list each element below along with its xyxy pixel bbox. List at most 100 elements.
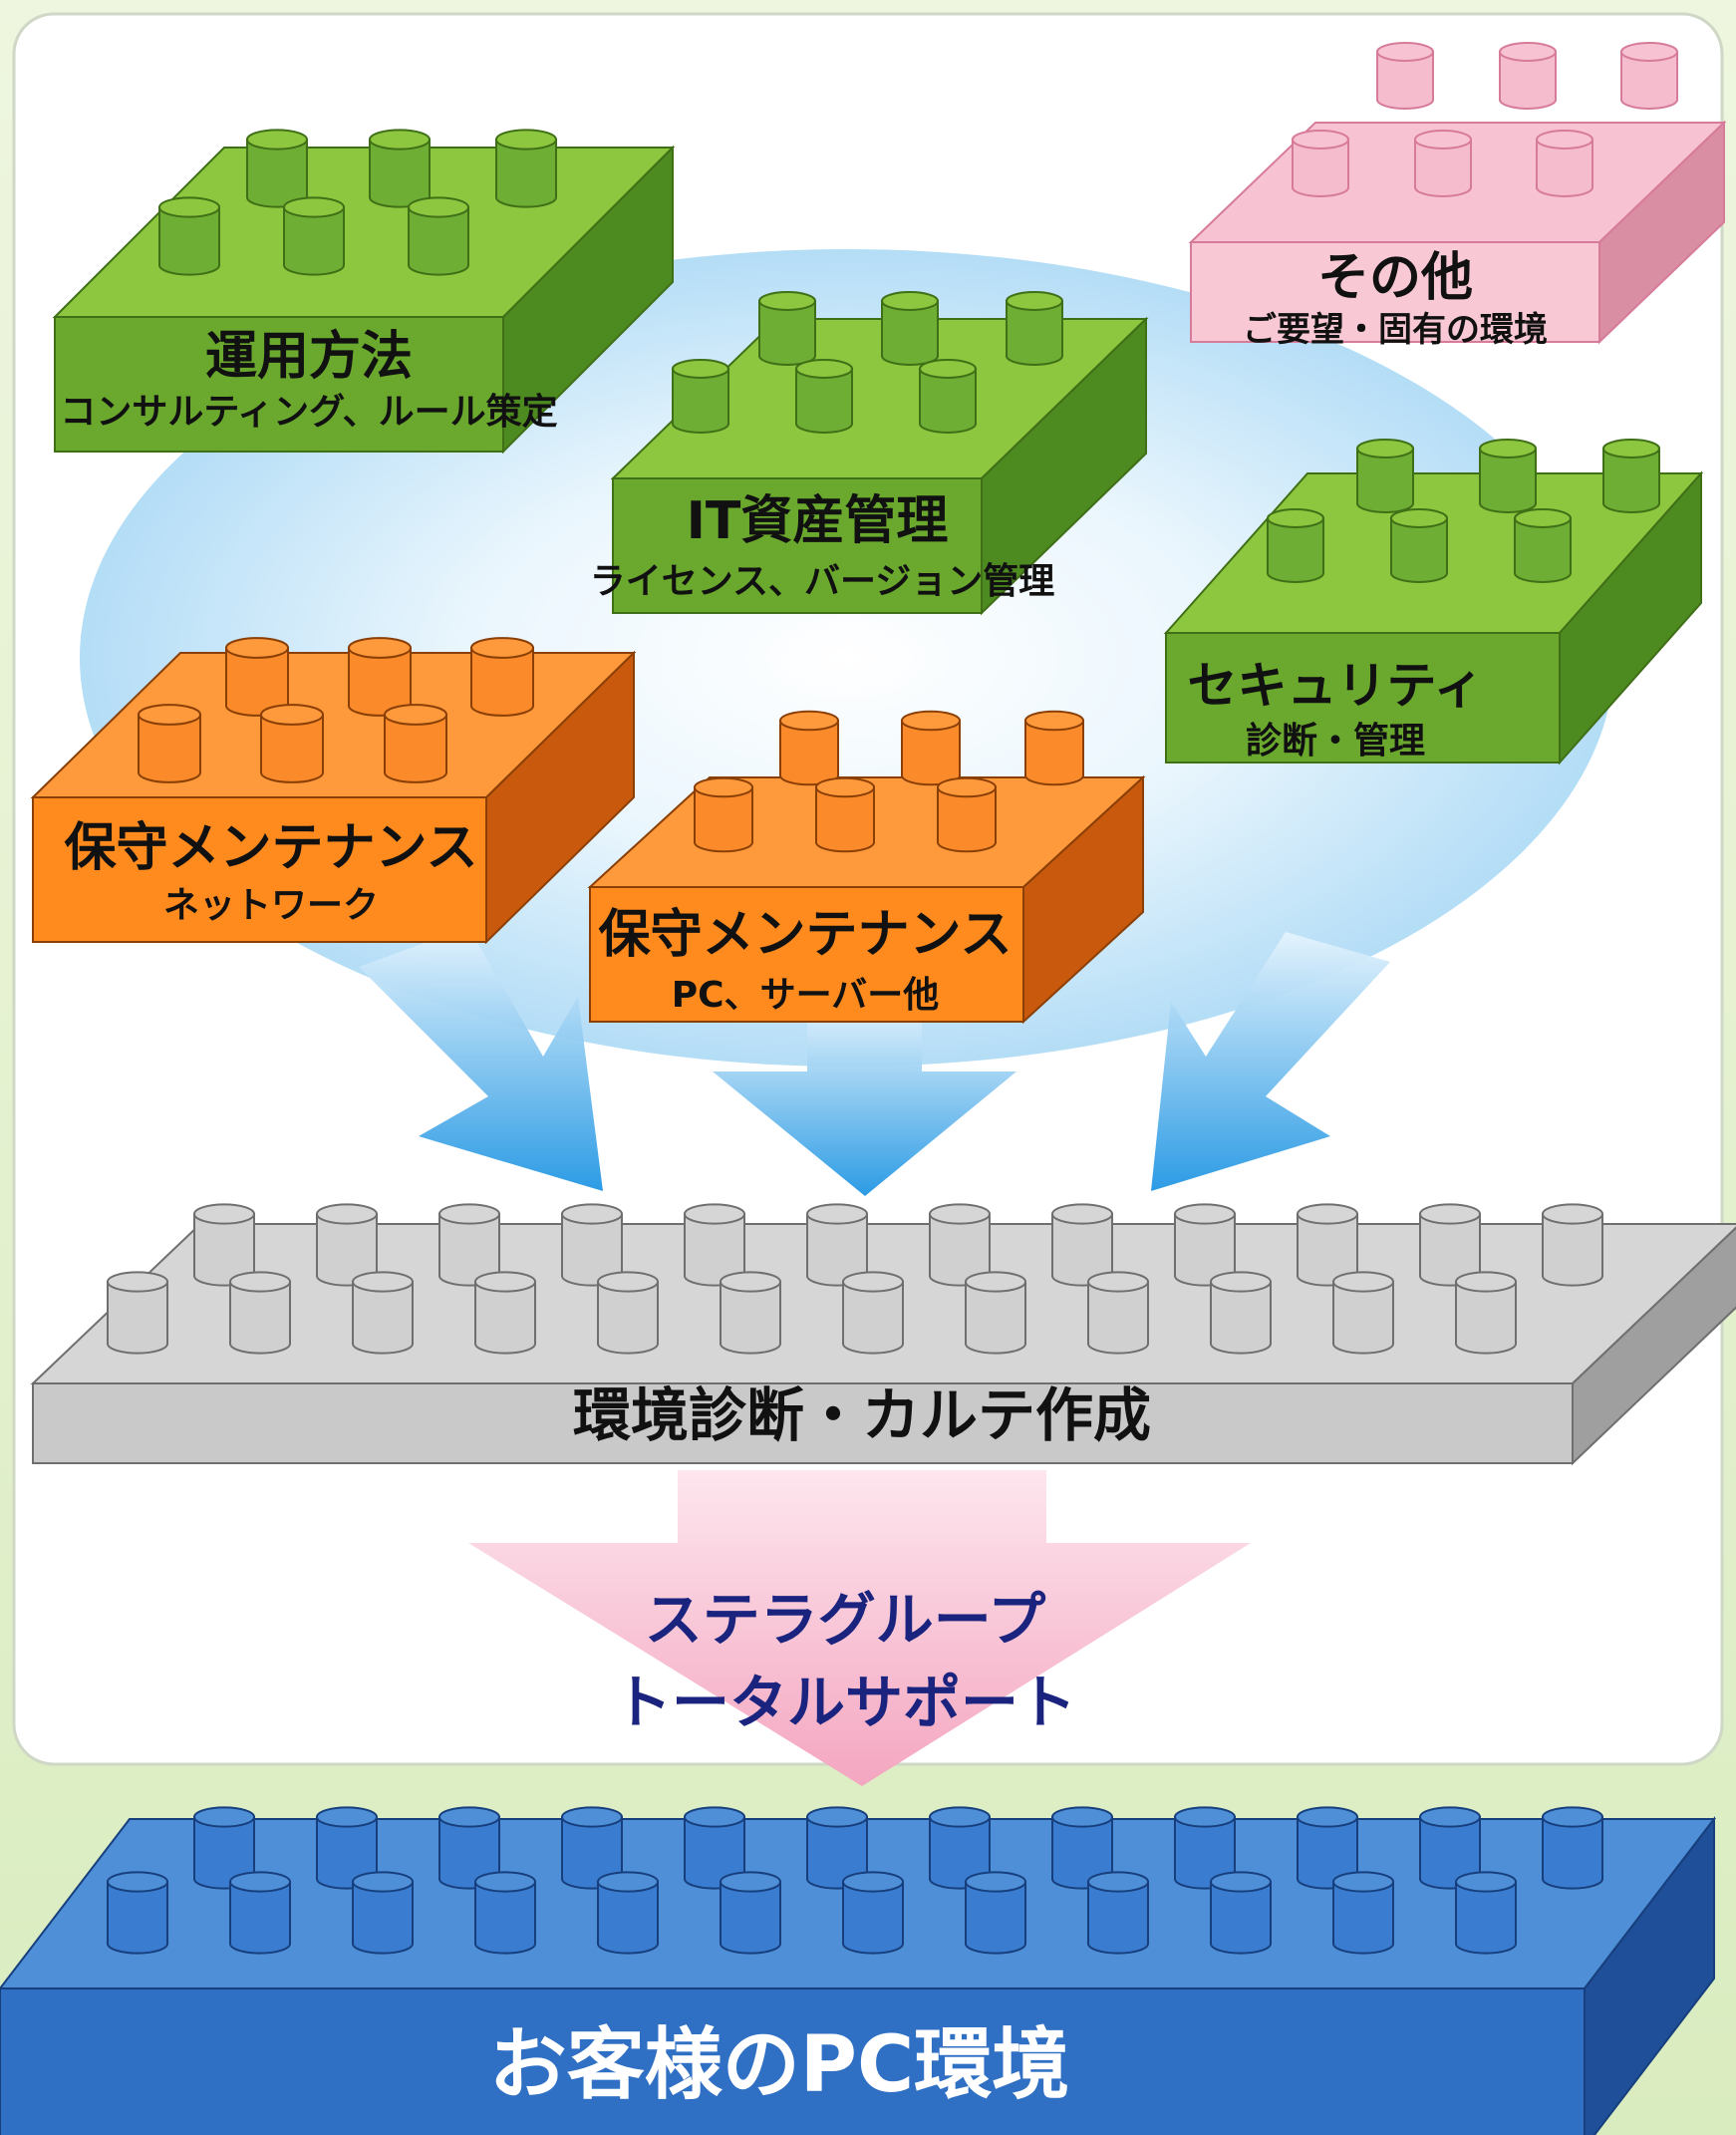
down-arrow-right-icon <box>1151 932 1390 1191</box>
stud <box>1514 508 1572 583</box>
stud <box>694 776 753 853</box>
stud <box>283 196 345 276</box>
stud <box>1620 42 1678 110</box>
stud <box>352 1871 414 1955</box>
stud <box>193 1203 255 1287</box>
stud <box>597 1271 659 1355</box>
stud <box>795 359 853 434</box>
stud <box>901 710 961 786</box>
down-arrow-left-icon <box>359 927 603 1191</box>
stud <box>881 291 939 366</box>
stud <box>758 291 816 366</box>
stud <box>597 1871 659 1955</box>
block-other-title: その他 <box>1317 248 1473 308</box>
stud <box>1087 1871 1149 1955</box>
stud <box>369 129 431 208</box>
stud <box>474 1871 536 1955</box>
stud <box>672 359 729 434</box>
block-other-subtitle: ご要望・固有の環境 <box>1243 310 1548 350</box>
stud <box>1006 291 1063 366</box>
block-it-asset-subtitle: ライセンス、バージョン管理 <box>590 561 1055 602</box>
stud <box>1332 1271 1394 1355</box>
stud <box>1499 42 1557 110</box>
stud <box>474 1271 536 1355</box>
stud <box>316 1806 378 1890</box>
stud <box>229 1871 291 1955</box>
stud <box>1455 1271 1517 1355</box>
block-security <box>1163 439 1704 765</box>
down-arrow-pink-icon <box>468 1470 1251 1786</box>
stud <box>408 196 469 276</box>
stud <box>1024 710 1084 786</box>
base-plate-label: お客様のPC環境 <box>489 2020 1069 2110</box>
stud <box>1414 130 1472 197</box>
stud <box>260 704 324 783</box>
stud <box>1536 130 1593 197</box>
block-unyo-title: 運用方法 <box>205 327 413 387</box>
stud <box>1087 1271 1149 1355</box>
stud <box>158 196 220 276</box>
stud <box>1210 1271 1272 1355</box>
stud <box>1390 508 1448 583</box>
stud <box>1479 439 1537 513</box>
block-maint-network <box>30 637 637 945</box>
stud <box>1542 1203 1603 1287</box>
stud <box>316 1203 378 1287</box>
stud <box>107 1871 168 1955</box>
stud <box>438 1203 500 1287</box>
stud <box>138 704 201 783</box>
block-other <box>1188 42 1727 345</box>
stud <box>107 1271 168 1355</box>
stud <box>815 776 875 853</box>
block-unyo-subtitle: コンサルティング、ルール策定 <box>60 392 557 433</box>
stud <box>470 637 534 717</box>
stud <box>1297 1203 1358 1287</box>
stud <box>937 776 997 853</box>
stud <box>384 704 447 783</box>
stud <box>1542 1806 1603 1890</box>
stud <box>225 637 289 717</box>
stud <box>779 710 839 786</box>
stud <box>965 1871 1026 1955</box>
stud <box>229 1271 291 1355</box>
stud <box>1267 508 1324 583</box>
stud <box>1174 1806 1236 1890</box>
stud <box>720 1871 781 1955</box>
stud <box>438 1806 500 1890</box>
stud <box>842 1271 904 1355</box>
blue-arrows <box>359 927 1390 1196</box>
stud <box>720 1271 781 1355</box>
down-arrow-center-icon <box>713 1002 1016 1196</box>
stud <box>1210 1871 1272 1955</box>
support-banner-line2: トータルサポート <box>614 1669 1076 1736</box>
stud <box>842 1871 904 1955</box>
stud <box>561 1203 623 1287</box>
diagnosis-plate <box>30 1203 1736 1466</box>
block-unyo <box>52 129 676 455</box>
stud <box>1455 1871 1517 1955</box>
block-maint-pc-subtitle: PC、サーバー他 <box>672 975 939 1016</box>
stud <box>684 1806 745 1890</box>
stud <box>1376 42 1434 110</box>
block-maint-network-subtitle: ネットワーク <box>163 885 379 926</box>
block-maint-network-title: 保守メンテナンス <box>65 818 478 878</box>
diagnosis-plate-label: 環境診断・カルテ作成 <box>573 1381 1151 1449</box>
stud <box>1332 1871 1394 1955</box>
stud <box>1602 439 1660 513</box>
block-it-asset <box>610 291 1149 616</box>
stud <box>919 359 977 434</box>
stud <box>352 1271 414 1355</box>
stud <box>246 129 308 208</box>
block-maint-pc-title: 保守メンテナンス <box>599 905 1013 965</box>
block-it-asset-title: IT資産管理 <box>687 491 949 551</box>
support-banner-line1: ステラグループ <box>645 1586 1046 1654</box>
base-plate <box>0 1806 1717 2135</box>
stud <box>1419 1203 1481 1287</box>
stud <box>1297 1806 1358 1890</box>
stud <box>1051 1203 1113 1287</box>
stud <box>929 1203 991 1287</box>
stud <box>965 1271 1026 1355</box>
stud <box>348 637 412 717</box>
block-maint-pc <box>587 710 1146 1025</box>
